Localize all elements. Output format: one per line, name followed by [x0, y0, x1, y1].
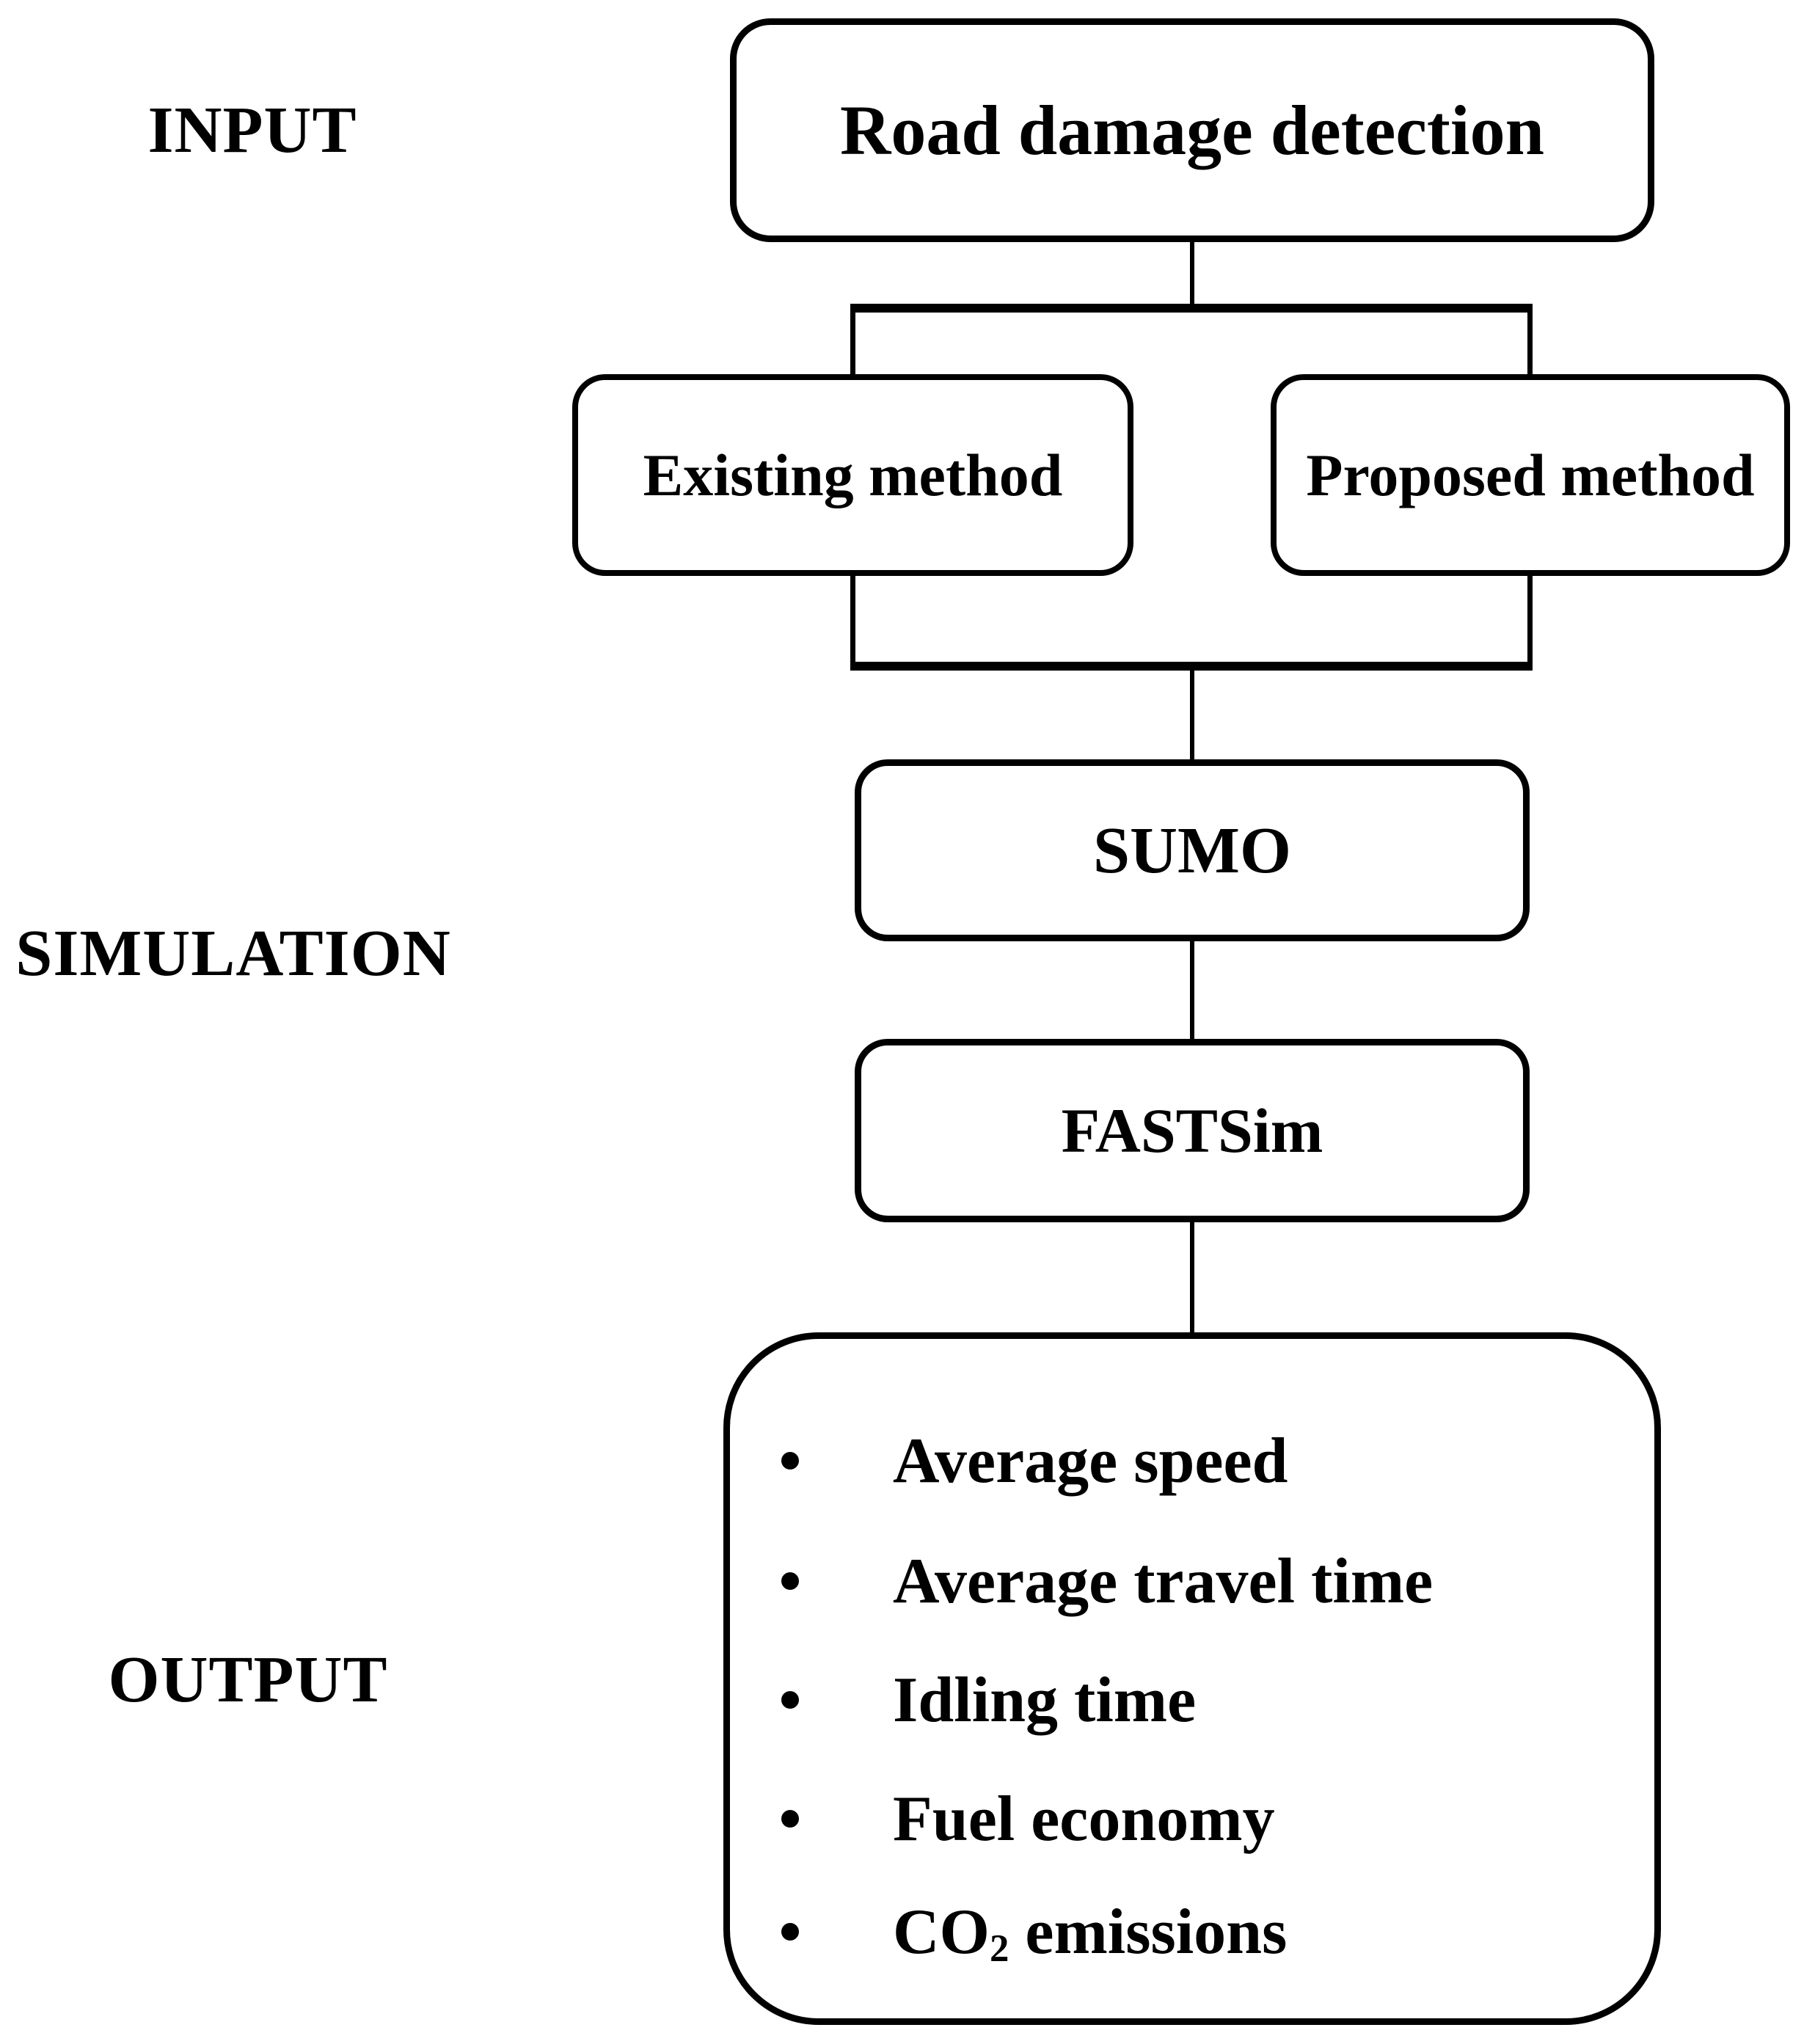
co2-prefix: CO — [893, 1896, 990, 1968]
output-item-average-speed: Average speed — [781, 1426, 1632, 1497]
output-item-average-travel-time: Average travel time — [781, 1546, 1632, 1617]
connector-split-bar-line — [850, 304, 1533, 313]
bullet-icon — [781, 1572, 799, 1590]
connector-top-stem-line — [1190, 241, 1194, 310]
connector-drop-to-existing-line — [850, 308, 855, 378]
output-item-label: Average travel time — [893, 1545, 1434, 1617]
node-fastsim: FASTSim — [855, 1039, 1530, 1222]
stage-label-input: INPUT — [147, 94, 357, 167]
connector-merge-to-sumo-line — [1190, 666, 1194, 762]
output-item-idling-time: Idling time — [781, 1665, 1632, 1736]
output-item-label: Average speed — [893, 1425, 1288, 1497]
node-fastsim-label: FASTSim — [1061, 1095, 1323, 1166]
output-item-fuel-economy: Fuel economy — [781, 1784, 1632, 1855]
output-panel — [723, 1332, 1661, 2025]
node-existing-method: Existing method — [572, 374, 1133, 576]
bullet-icon — [781, 1923, 799, 1941]
co2-subscript: 2 — [990, 1927, 1009, 1971]
connector-fastsim-to-output-line — [1190, 1219, 1194, 1335]
bullet-icon — [781, 1691, 799, 1709]
node-road-damage-detection: Road damage detection — [730, 18, 1654, 242]
connector-sumo-to-fastsim-line — [1190, 938, 1194, 1042]
node-road-damage-detection-label: Road damage detection — [840, 91, 1544, 169]
node-existing-method-label: Existing method — [643, 441, 1063, 508]
connector-drop-from-existing-line — [850, 572, 855, 666]
output-item-label: Idling time — [893, 1664, 1197, 1736]
output-item-label: CO2 emissions — [893, 1895, 1288, 1971]
connector-drop-to-proposed-line — [1527, 308, 1533, 378]
output-item-co2-emissions: CO2 emissions — [781, 1897, 1632, 1970]
stage-label-output: OUTPUT — [108, 1643, 388, 1716]
node-sumo: SUMO — [855, 759, 1530, 941]
connector-drop-from-proposed-line — [1527, 572, 1533, 666]
node-sumo-label: SUMO — [1093, 814, 1291, 887]
bullet-icon — [781, 1810, 799, 1828]
stage-label-simulation: SIMULATION — [15, 917, 451, 990]
bullet-icon — [781, 1452, 799, 1470]
output-item-label: Fuel economy — [893, 1783, 1275, 1855]
node-proposed-method-label: Proposed method — [1306, 441, 1755, 508]
node-proposed-method: Proposed method — [1271, 374, 1790, 576]
co2-suffix: emissions — [1009, 1896, 1288, 1968]
